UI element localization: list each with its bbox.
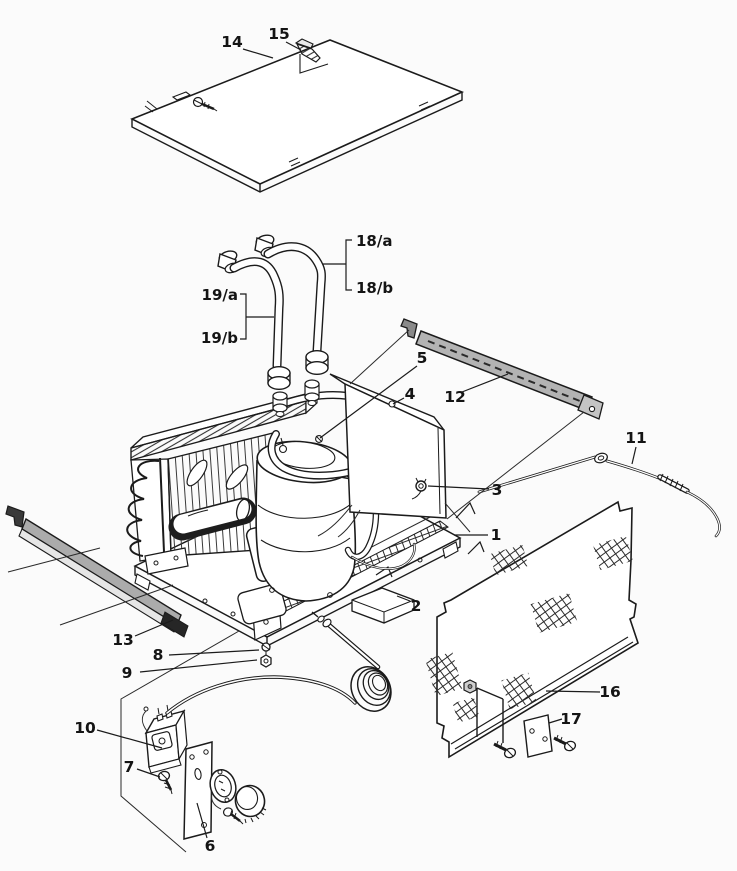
rail-hook	[5, 505, 25, 528]
callout-leader-16	[545, 690, 601, 693]
bezel-ring	[209, 769, 237, 810]
fan-motor	[168, 497, 257, 541]
retaining-clip-15	[294, 38, 321, 63]
callout-leader-5	[319, 365, 418, 439]
callout-label-12: 12	[444, 388, 466, 406]
mounting-rail-left	[5, 505, 189, 638]
callout-brace-19	[240, 293, 274, 340]
callout-leader-2	[396, 595, 411, 602]
callout-label-1: 1	[491, 526, 502, 544]
callout-leader-15	[285, 41, 302, 51]
vent-hatches	[425, 535, 633, 723]
sensor-coil	[350, 666, 392, 712]
callout-label-18a: 18/a	[356, 232, 392, 250]
callout-label-9: 9	[122, 664, 133, 682]
callout-label-7: 7	[124, 758, 135, 776]
electrical-connector-3	[411, 477, 427, 500]
thermostat-10	[141, 704, 188, 774]
cover-slot	[171, 91, 192, 101]
terminal-box	[237, 583, 287, 625]
callout-label-10: 10	[74, 719, 96, 737]
callout-leader-9	[139, 659, 258, 673]
service-valve-right	[304, 379, 320, 406]
callout-label-6: 6	[205, 837, 216, 855]
callout-leader-8	[168, 649, 260, 656]
bracket-screw-right	[553, 734, 577, 752]
callout-label-15: 15	[268, 25, 290, 43]
side-panel-16	[425, 500, 639, 759]
callout-label-8: 8	[153, 646, 164, 664]
locator-lines	[7, 329, 585, 853]
cover-screw	[192, 96, 218, 112]
callout-label-3: 3	[492, 481, 503, 499]
knob-screw	[222, 807, 244, 825]
bracket-screw-left	[493, 740, 517, 759]
callout-leader-6	[196, 802, 208, 839]
callout-leader-4	[392, 397, 405, 405]
pipe-18-union-nut	[305, 350, 329, 376]
callout-label-17: 17	[560, 710, 582, 728]
callout-leader-14	[242, 48, 274, 59]
coil-foot	[144, 547, 189, 575]
mounting-rail-right	[400, 318, 604, 420]
callout-label-4: 4	[405, 385, 416, 403]
top-cover-panel	[130, 38, 465, 193]
callout-leader-3	[427, 485, 490, 490]
capillary-fitting	[322, 618, 332, 628]
capillary-tube-11	[477, 452, 721, 538]
thermostat-screw-7	[157, 770, 173, 795]
base-screw-8	[261, 642, 271, 655]
bracket-notch	[299, 54, 329, 74]
condenser-coil	[126, 389, 318, 575]
clamp-screw-4	[388, 400, 396, 408]
pipe-19-union-nut	[267, 366, 291, 391]
main-unit	[126, 373, 462, 647]
callout-label-5: 5	[417, 349, 428, 367]
callout-leader-10	[96, 729, 163, 749]
discharge-pipe-18	[254, 234, 329, 376]
rail-hook	[400, 318, 418, 339]
callout-label-16: 16	[599, 683, 621, 701]
fan-blade	[225, 464, 249, 490]
cable-connector	[657, 473, 690, 494]
thermostat-capillary	[165, 611, 392, 715]
fan-blade	[186, 459, 208, 487]
callout-label-19b: 19/b	[201, 329, 238, 347]
panel-nut	[463, 679, 477, 694]
callout-brace-18	[322, 239, 352, 291]
compressor	[255, 437, 357, 602]
callouts: 14 15 18/a 18/b 19/a 19/b 12 5 4 3 1 2 1…	[74, 25, 647, 855]
callout-leader-12	[461, 373, 509, 393]
service-valve-left	[272, 391, 288, 417]
callout-label-11: 11	[625, 429, 647, 447]
suction-pipe-19	[217, 250, 291, 391]
callout-leader-13	[134, 619, 174, 637]
control-plate-6	[183, 741, 213, 840]
control-knob	[234, 784, 267, 824]
callout-label-18b: 18/b	[356, 279, 393, 297]
callout-leader-7	[136, 768, 161, 778]
bottom-flange	[450, 636, 634, 750]
base-nut-9	[260, 654, 272, 668]
callout-label-13: 13	[112, 631, 134, 649]
cover-box	[317, 373, 447, 538]
callout-label-14: 14	[221, 33, 243, 51]
callout-label-19a: 19/a	[202, 286, 238, 304]
callout-leader-17	[548, 718, 563, 724]
callout-label-2: 2	[411, 597, 422, 615]
serpentine-tubes	[126, 459, 160, 557]
bracket-plate-17	[493, 714, 577, 759]
callout-leader-11	[631, 446, 637, 465]
angle-bracket	[351, 587, 415, 624]
rail-end-cap	[160, 611, 189, 638]
